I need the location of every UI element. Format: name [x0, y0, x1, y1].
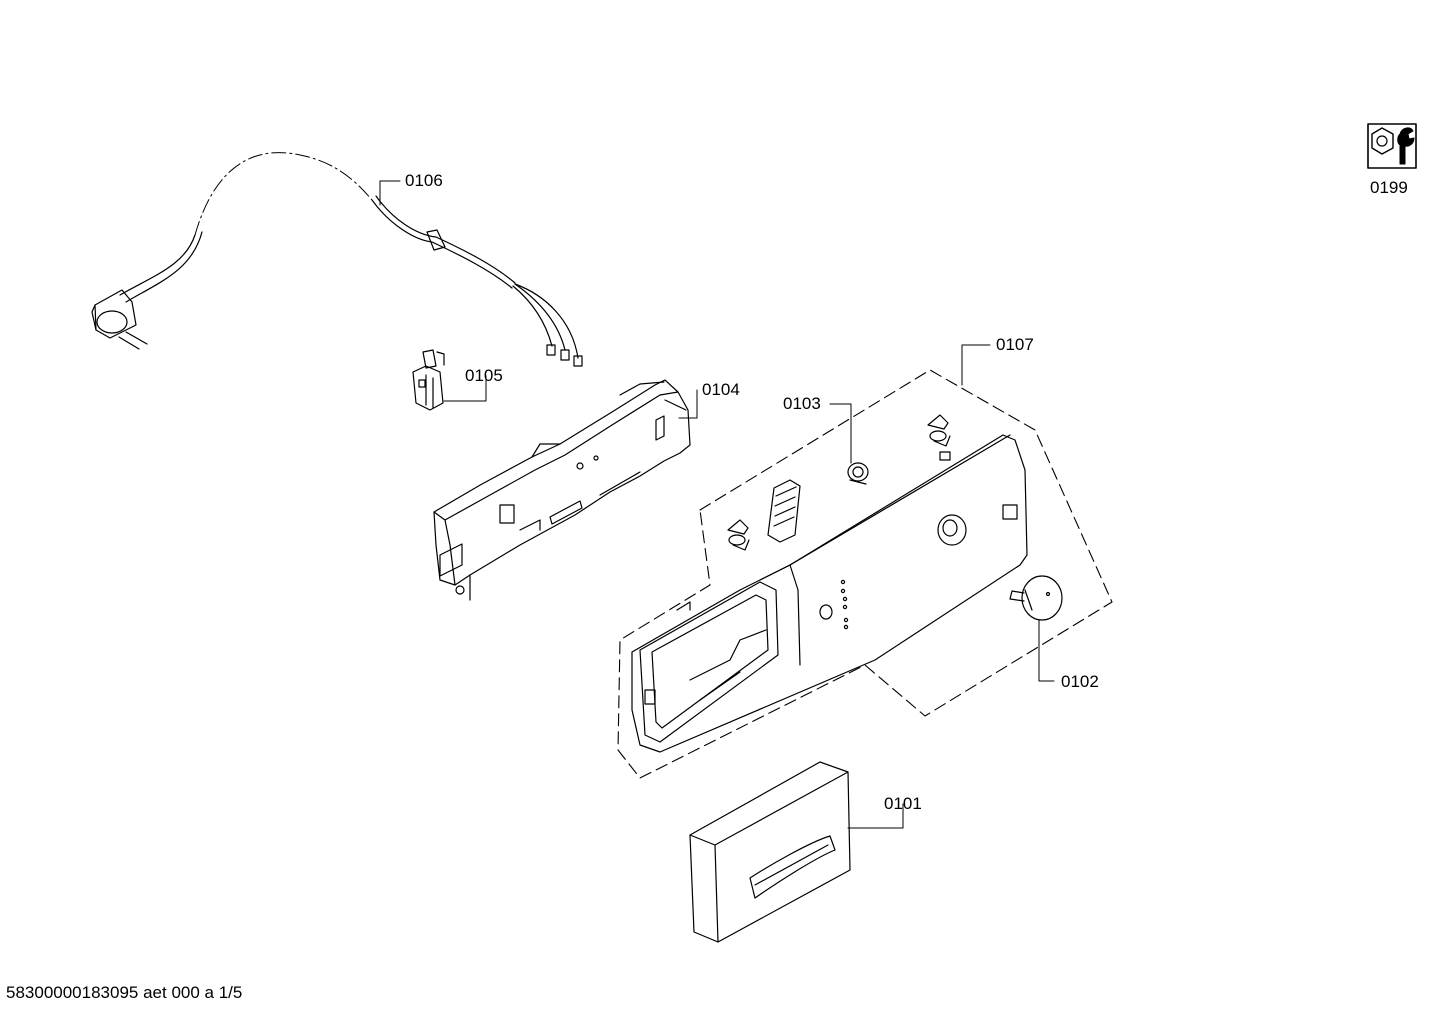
- leader-line-0101: [847, 803, 904, 829]
- control-module-part[interactable]: [433, 379, 691, 601]
- leader-line-0106: [379, 180, 401, 206]
- program-knob-part[interactable]: [1009, 575, 1063, 621]
- door-switch-part[interactable]: [412, 349, 445, 411]
- leader-line-0103: [829, 403, 852, 464]
- document-code: 58300000183095 aet 000 a 1/5: [6, 983, 243, 1002]
- push-rod-part-right[interactable]: [927, 414, 951, 447]
- part-label-0105[interactable]: 0105: [465, 366, 503, 385]
- part-label-0103[interactable]: 0103: [783, 394, 821, 413]
- part-label-0104[interactable]: 0104: [702, 380, 740, 399]
- leader-line-0104: [678, 389, 698, 419]
- fascia-panel-part[interactable]: [631, 434, 1028, 753]
- fascia-assembly-outline: [617, 369, 1113, 779]
- light-guide-part[interactable]: [767, 479, 801, 543]
- leader-line-0107: [961, 344, 991, 386]
- leader-line-0105: [443, 375, 487, 402]
- wrench-nut-icon: [1367, 123, 1417, 169]
- power-cord-part[interactable]: [91, 152, 583, 367]
- part-label-0106[interactable]: 0106: [405, 171, 443, 190]
- part-label-0107[interactable]: 0107: [996, 335, 1034, 354]
- drawer-handle-part[interactable]: [689, 761, 851, 943]
- push-rod-part-left[interactable]: [727, 519, 750, 551]
- part-label-0102[interactable]: 0102: [1061, 672, 1099, 691]
- button-part[interactable]: [847, 462, 869, 485]
- part-label-0101[interactable]: 0101: [884, 794, 922, 813]
- part-label-0199[interactable]: 0199: [1370, 178, 1408, 197]
- leader-line-0102: [1038, 619, 1055, 682]
